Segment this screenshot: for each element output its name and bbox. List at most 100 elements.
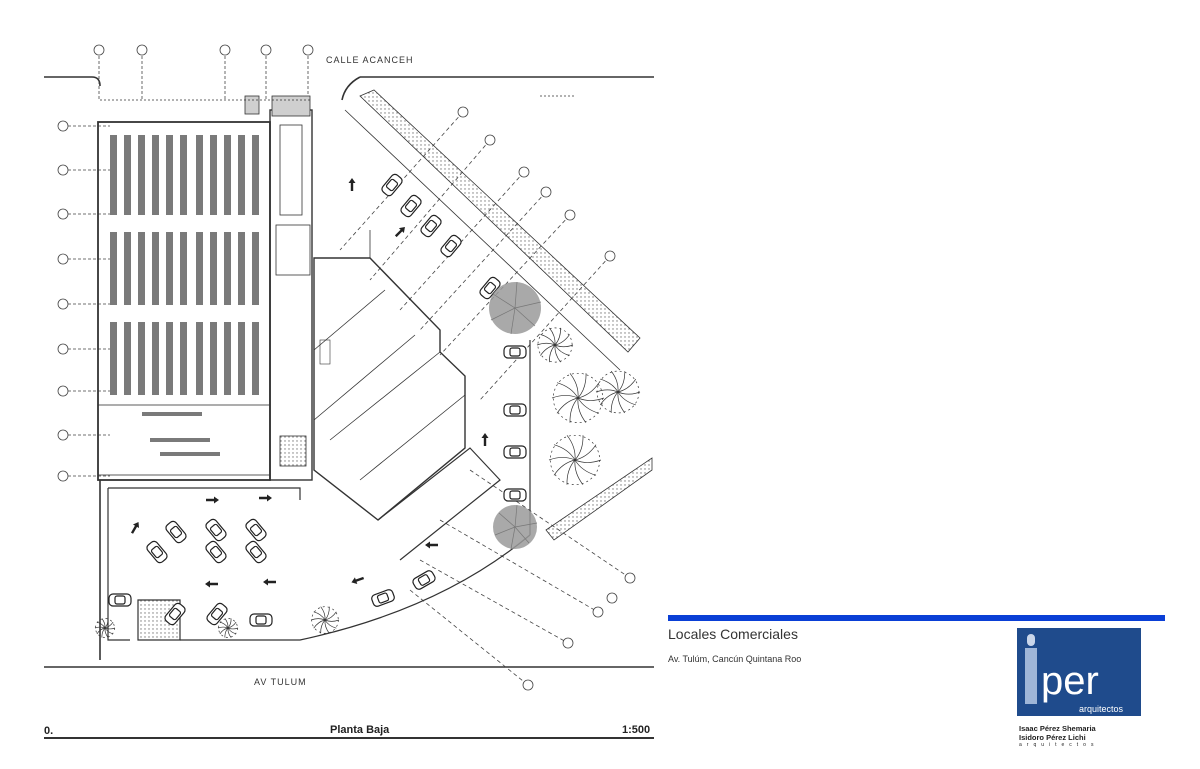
sheet-title: Planta Baja — [330, 724, 390, 736]
car — [479, 276, 501, 300]
project-address: Av. Tulúm, Cancún Quintana Roo — [668, 654, 802, 664]
direction-arrow — [259, 494, 272, 502]
trees — [94, 281, 641, 638]
car — [440, 234, 462, 258]
car — [420, 214, 442, 238]
direction-arrow — [351, 576, 365, 584]
shelving-rows — [110, 135, 259, 456]
shelf-row — [138, 135, 145, 215]
car — [503, 403, 527, 417]
architect-1: Isaac Pérez Shemaria — [1019, 724, 1096, 733]
car — [503, 345, 527, 359]
street-name-top: CALLE ACANCEH — [326, 55, 414, 65]
shelf-row — [180, 135, 187, 215]
firm-logo: per arquitectos — [1017, 628, 1141, 716]
direction-arrow — [481, 433, 489, 446]
shelf-row — [180, 322, 187, 395]
street-name-bottom: AV TULUM — [254, 677, 307, 687]
shelf-row — [124, 232, 131, 305]
grid-axes-top — [93, 44, 314, 100]
car — [400, 194, 422, 218]
car — [205, 518, 227, 542]
shelf-row — [196, 322, 203, 395]
sketch-tree — [310, 606, 340, 634]
main-building — [97, 95, 313, 481]
shelf-row — [252, 322, 259, 395]
shelf-row — [224, 232, 231, 305]
shelf-row — [210, 322, 217, 395]
car — [164, 602, 186, 626]
shelf-row — [124, 322, 131, 395]
street-lines — [44, 76, 654, 668]
logo-column-icon — [1025, 648, 1037, 704]
shelf-row — [252, 232, 259, 305]
direction-arrow — [206, 496, 219, 504]
direction-arrow — [130, 521, 140, 534]
traffic-arrows — [130, 178, 489, 588]
car — [165, 520, 187, 544]
car — [245, 540, 267, 564]
shelf-row — [110, 232, 117, 305]
shelf-row — [224, 322, 231, 395]
shelf-row — [196, 232, 203, 305]
shelf-row — [166, 322, 173, 395]
direction-arrow — [205, 580, 218, 588]
direction-arrow — [263, 578, 276, 586]
car — [371, 589, 395, 607]
shelf-row — [238, 135, 245, 215]
direction-arrow — [394, 227, 405, 238]
shelf-row — [210, 135, 217, 215]
sketch-tree — [548, 434, 602, 486]
shelf-row — [196, 135, 203, 215]
logo-text: per — [1041, 659, 1099, 703]
car — [503, 445, 527, 459]
parked-cars — [108, 173, 527, 627]
shelf-row — [152, 322, 159, 395]
sketch-tree — [536, 327, 574, 363]
shelf-row — [152, 135, 159, 215]
shelf-row — [110, 135, 117, 215]
logo-background — [1017, 628, 1141, 716]
car — [381, 173, 403, 197]
shelf-row — [238, 322, 245, 395]
sketch-tree — [551, 372, 605, 424]
shelf-row — [152, 232, 159, 305]
car — [205, 540, 227, 564]
shelf-row — [110, 322, 117, 395]
sketch-tree — [595, 370, 641, 414]
car — [108, 593, 132, 607]
direction-arrow — [425, 541, 438, 549]
shelf-row — [138, 322, 145, 395]
sheet-divider — [44, 737, 654, 739]
car — [412, 570, 436, 590]
direction-arrow — [348, 178, 356, 191]
shelf-row — [124, 135, 131, 215]
shelf-row — [138, 232, 145, 305]
shelf-row — [180, 232, 187, 305]
sheet-number: 0. — [44, 725, 54, 737]
car — [503, 488, 527, 502]
architect-names: Isaac Pérez Shemaria Isidoro Pérez Lichi — [1019, 724, 1096, 742]
shelf-row — [252, 135, 259, 215]
car — [146, 540, 168, 564]
firm-tagline: arquitectos — [1019, 742, 1099, 748]
shelf-row — [210, 232, 217, 305]
shops-block — [313, 230, 466, 521]
checkout-counter — [150, 438, 210, 442]
shelf-row — [166, 135, 173, 215]
sketch-tree — [94, 618, 116, 638]
architect-2: Isidoro Pérez Lichi — [1019, 733, 1086, 742]
sketch-tree — [217, 618, 239, 638]
project-title: Locales Comerciales — [668, 626, 798, 642]
diagonal-sidewalk — [344, 89, 653, 541]
sheet-scale: 1:500 — [622, 724, 651, 736]
parking-outline — [107, 340, 531, 641]
title-block-bar — [668, 615, 1165, 621]
grid-axes-diagonal — [339, 106, 636, 691]
checkout-counter — [160, 452, 220, 456]
checkout-counter — [142, 412, 202, 416]
logo-subtext: arquitectos — [1079, 704, 1124, 714]
car — [206, 602, 228, 626]
car — [245, 518, 267, 542]
